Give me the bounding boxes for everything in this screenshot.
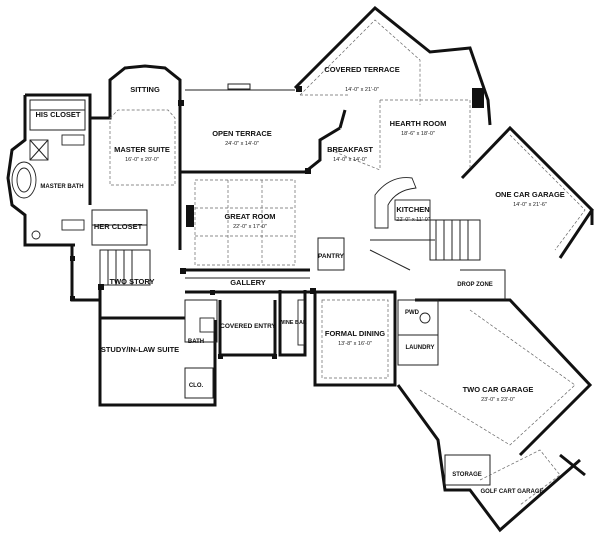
breakfast-size: 14'-0" x 14'-0" (333, 157, 367, 163)
her-closet-label: HER CLOSET (94, 222, 143, 231)
covered-terrace-size: 14'-0" x 21'-0" (345, 87, 379, 93)
wine-bar-label: WINE BAR (279, 320, 307, 326)
formal-dining-label: FORMAL DINING (325, 329, 385, 338)
open-terrace-label: OPEN TERRACE (212, 129, 272, 138)
formal-dining-size: 13'-8" x 16'-0" (338, 341, 372, 347)
covered-terrace-label: COVERED TERRACE (324, 65, 399, 74)
two-car-garage-label: TWO CAR GARAGE (463, 385, 534, 394)
master-bath-label: MASTER BATH (40, 184, 83, 190)
one-car-garage-size: 14'-0" x 21'-6" (513, 202, 547, 208)
gallery-label: GALLERY (230, 278, 266, 287)
drop-zone-label: DROP ZONE (457, 282, 493, 288)
golf-cart-garage-label: GOLF CART GARAGE (481, 489, 544, 495)
kitchen-size: 22'-0" x 11'-0" (396, 217, 429, 223)
breakfast-label: BREAKFAST (327, 145, 373, 154)
one-car-garage-label: ONE CAR GARAGE (495, 190, 565, 199)
hearth-room-size: 18'-6" x 18'-0" (401, 131, 435, 137)
pantry-label: PANTRY (318, 253, 345, 260)
great-room-size: 22'-0" x 17'-0" (233, 224, 267, 230)
great-room-label: GREAT ROOM (224, 212, 275, 221)
master-suite-label: MASTER SUITE (114, 145, 170, 154)
open-terrace-size: 24'-0" x 14'-0" (225, 141, 259, 147)
two-story-label: TWO STORY (110, 277, 155, 286)
clo-label: CLO. (189, 383, 204, 389)
laundry-label: LAUNDRY (405, 345, 434, 351)
two-car-garage-size: 23'-0" x 23'-0" (481, 397, 515, 403)
kitchen-label: KITCHEN (396, 205, 429, 214)
master-suite-size: 16'-0" x 20'-0" (125, 157, 159, 163)
hearth-room-label: HEARTH ROOM (390, 119, 447, 128)
pwd-label: PWD (405, 310, 420, 316)
his-closet-label: HIS CLOSET (35, 110, 80, 119)
interior-lines (11, 19, 586, 506)
storage-label: STORAGE (452, 472, 482, 478)
study-label: STUDY/IN-LAW SUITE (101, 345, 179, 354)
exterior-walls (6, 5, 594, 533)
room-labels: SITTING HIS CLOSET MASTER SUITE 16'-0" x… (35, 65, 564, 495)
covered-entry-label: COVERED ENTRY (220, 323, 276, 330)
bath-label: BATH (188, 339, 204, 345)
columns (70, 86, 316, 359)
sitting-label: SITTING (130, 85, 160, 94)
